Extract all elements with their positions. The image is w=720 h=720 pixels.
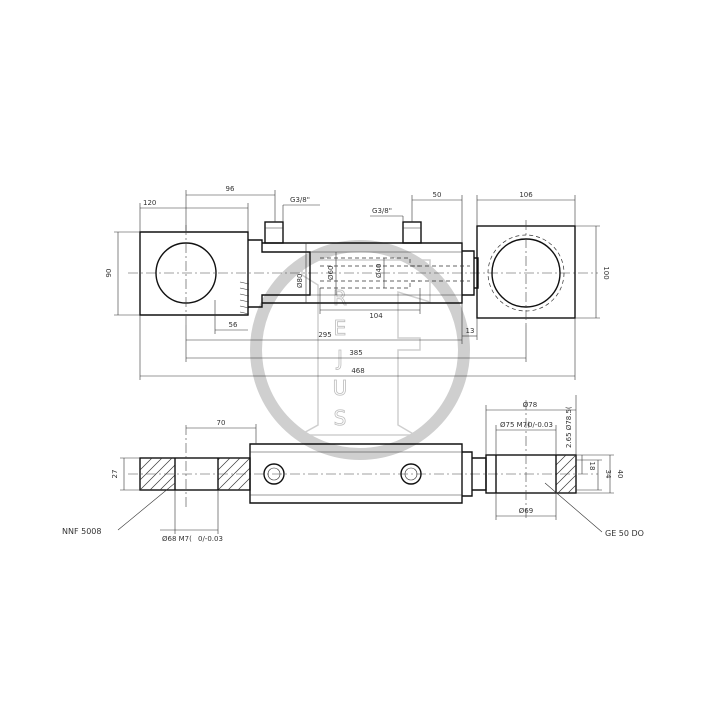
- gland-side: [462, 451, 473, 497]
- port-right: [402, 221, 422, 244]
- dim-120: 120: [143, 199, 156, 207]
- left-weld-hatch: [239, 281, 250, 315]
- front-gland: [462, 250, 475, 296]
- port-side-right: [400, 463, 422, 485]
- dim-34: 34: [604, 470, 612, 479]
- bottom-view: 70 27 Ø68 M7( 0/-0.03 Ø78 Ø75 M7( 0/-0.0…: [62, 395, 644, 543]
- top-view: 96 120 G3/8" G3/8" 50 106 90 100 Ø80 Ø60…: [105, 185, 610, 380]
- watermark-letter-r: R: [333, 286, 347, 310]
- dim-295: 295: [318, 331, 331, 339]
- barrel-side: [249, 443, 463, 504]
- dim-dia75: Ø75 M7(: [500, 421, 530, 429]
- dim-dia78: Ø78: [523, 401, 537, 409]
- callout-leader-right: [544, 482, 603, 533]
- callout-left-bearing: NNF 5008: [62, 527, 101, 536]
- dim-dia80: Ø80: [296, 274, 304, 288]
- dim-40: 40: [616, 470, 624, 479]
- dim-90: 90: [105, 269, 113, 278]
- watermark-letter-s: S: [334, 406, 347, 430]
- callout-right-bearing: GE 50 DO: [605, 529, 644, 538]
- dim-56: 56: [229, 321, 238, 329]
- left-section-hatch: [139, 457, 251, 491]
- port-side-left: [263, 463, 285, 485]
- right-section-hatch: [555, 454, 577, 494]
- dim-265: 2.65 Ø78.5(: [565, 406, 573, 448]
- rear-cap: [248, 239, 311, 308]
- dim-dia69: Ø69: [519, 507, 533, 515]
- dim-27: 27: [111, 470, 119, 479]
- dim-70: 70: [217, 419, 226, 427]
- dim-dia60: Ø60: [327, 266, 335, 280]
- dim-tol-right: 0/-0.03: [528, 421, 553, 429]
- rod-exposed: [474, 257, 479, 289]
- dim-18: 18: [588, 462, 596, 471]
- dim-100: 100: [602, 266, 610, 279]
- right-rod-end-section: [485, 454, 577, 494]
- dim-dia68: Ø68 M7(: [162, 535, 192, 543]
- fredus-watermark: R E J U S: [250, 240, 470, 460]
- bottom-dim-lines: [120, 395, 614, 534]
- dim-g38-right: G3/8": [372, 207, 392, 215]
- top-dim-lines: [114, 190, 600, 380]
- dim-50: 50: [433, 191, 442, 199]
- watermark-big-letter: [297, 259, 431, 436]
- dim-385: 385: [349, 349, 362, 357]
- dim-13: 13: [466, 327, 475, 335]
- dim-96: 96: [226, 185, 235, 193]
- left-clevis-block: [139, 231, 249, 316]
- dim-dia40: Ø40: [375, 264, 383, 278]
- dim-104: 104: [369, 312, 383, 320]
- dim-468: 468: [351, 367, 364, 375]
- watermark-letter-u: U: [333, 376, 348, 400]
- watermark-letter-e: E: [334, 316, 347, 340]
- dim-g38-left: G3/8": [290, 196, 310, 204]
- cylinder-barrel: [262, 242, 463, 304]
- watermark-ring: [250, 240, 470, 460]
- port-left: [264, 221, 284, 244]
- dim-tol-left: 0/-0.03: [198, 535, 223, 543]
- callout-leader-left: [117, 482, 176, 531]
- dim-106: 106: [519, 191, 533, 199]
